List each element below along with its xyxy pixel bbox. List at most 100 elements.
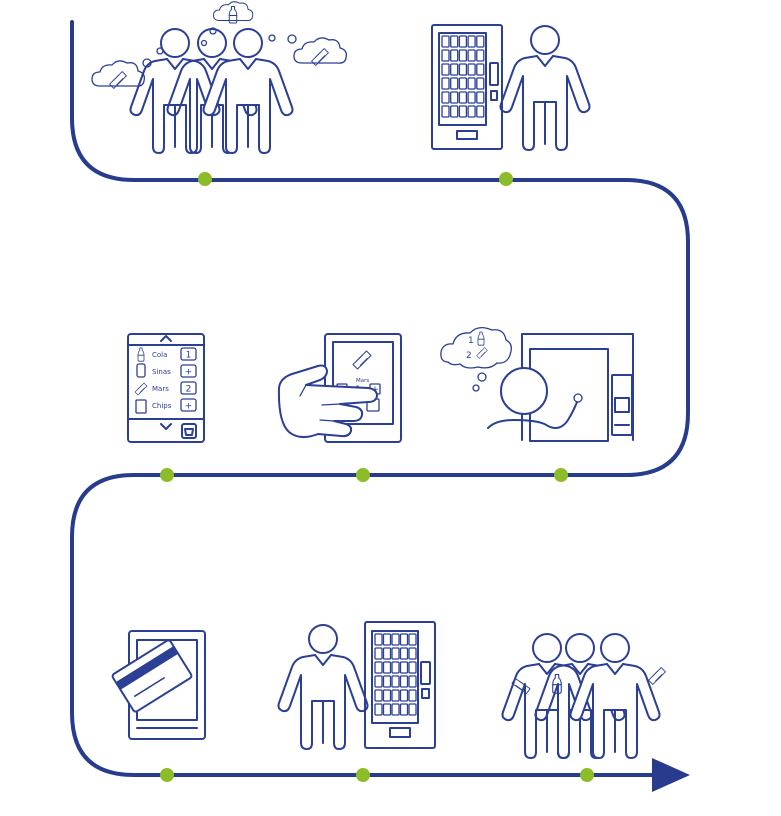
product-slot xyxy=(374,675,383,688)
milestone-node xyxy=(356,468,370,482)
scene-happy-group xyxy=(501,633,666,759)
product-slot xyxy=(450,35,459,48)
scene-person-at-vending-machine xyxy=(431,24,591,151)
milestone-nodes xyxy=(160,172,594,782)
chips-icon xyxy=(135,399,147,414)
product-slot xyxy=(476,91,485,104)
scene-person-with-machine xyxy=(277,621,436,750)
product-slot xyxy=(450,49,459,62)
bar-icon xyxy=(352,350,372,370)
product-slot xyxy=(458,77,468,90)
product-slot xyxy=(408,703,417,716)
product-slot xyxy=(441,91,450,104)
menu-item-control[interactable]: 2 xyxy=(186,385,192,395)
product-slot xyxy=(441,49,450,62)
product-slot xyxy=(382,661,392,674)
product-slot xyxy=(458,91,468,104)
product-slot xyxy=(476,77,485,90)
product-slot xyxy=(374,633,383,646)
product-slot xyxy=(467,77,476,90)
product-slot xyxy=(450,91,459,104)
product-slot xyxy=(374,647,383,660)
product-slot xyxy=(382,647,392,660)
product-slot xyxy=(441,35,450,48)
product-slot xyxy=(441,77,450,90)
product-slot xyxy=(476,49,485,62)
scene-people-thinking xyxy=(91,1,348,154)
menu-item-control[interactable]: + xyxy=(185,368,193,378)
product-slot xyxy=(399,647,409,660)
product-slot xyxy=(467,91,476,104)
bar-icon xyxy=(134,382,148,396)
product-slot xyxy=(408,633,417,646)
product-slot xyxy=(441,105,450,118)
thought-cloud-icon xyxy=(440,326,512,392)
can-icon xyxy=(136,363,146,378)
menu-item-label: Mars xyxy=(152,385,169,393)
scene-hand-tapping-tablet: Mars − 1 + xyxy=(277,333,402,443)
thought-quantity-2: 2 xyxy=(466,351,472,361)
product-slot xyxy=(391,675,400,688)
product-slot xyxy=(467,49,476,62)
product-slot xyxy=(441,63,450,76)
phone-icon xyxy=(127,333,205,443)
product-slot xyxy=(399,633,409,646)
product-slot xyxy=(458,63,468,76)
path-arrow-head xyxy=(652,758,690,792)
product-slot xyxy=(382,633,392,646)
product-slot xyxy=(382,675,392,688)
product-slot xyxy=(458,105,468,118)
milestone-node xyxy=(554,468,568,482)
product-slot xyxy=(374,689,383,702)
product-slot xyxy=(391,633,400,646)
scene-phone-menu: Cola Sinas Mars Chips 1 + 2 + xyxy=(127,333,205,443)
process-path xyxy=(70,20,690,792)
product-slot xyxy=(467,35,476,48)
scene-person-choosing: 1 2 xyxy=(440,326,634,442)
product-slot xyxy=(467,105,476,118)
product-slot xyxy=(476,63,485,76)
product-slot xyxy=(399,689,409,702)
product-slot xyxy=(476,105,485,118)
product-slot xyxy=(450,105,459,118)
milestone-node xyxy=(580,768,594,782)
product-slot xyxy=(391,689,400,702)
product-slot xyxy=(476,35,485,48)
bottle-icon xyxy=(137,347,145,362)
menu-item-label: Sinas xyxy=(152,368,171,376)
milestone-node xyxy=(499,172,513,186)
tablet-product-label: Mars xyxy=(356,378,369,384)
thought-quantity-1: 1 xyxy=(468,336,474,346)
menu-item-control[interactable]: + xyxy=(185,402,193,412)
product-slot xyxy=(450,63,459,76)
product-slot xyxy=(399,703,409,716)
cloud-icon xyxy=(91,60,146,87)
bar-icon xyxy=(648,667,666,685)
menu-item-control[interactable]: 1 xyxy=(186,351,192,361)
product-slot xyxy=(399,675,409,688)
product-slot xyxy=(408,689,417,702)
menu-item-label: Cola xyxy=(152,351,167,359)
product-slot xyxy=(467,63,476,76)
vending-machine-icon xyxy=(431,24,503,150)
product-slot xyxy=(458,35,468,48)
product-slot xyxy=(391,703,400,716)
cloud-icon xyxy=(213,1,254,22)
product-slot xyxy=(374,703,383,716)
product-slot xyxy=(374,661,383,674)
milestone-node xyxy=(160,468,174,482)
vending-machine-icon xyxy=(364,621,436,749)
scene-card-payment xyxy=(111,630,206,740)
product-slot xyxy=(408,675,417,688)
product-slot xyxy=(399,661,409,674)
credit-card-icon xyxy=(111,639,193,713)
product-slot xyxy=(408,647,417,660)
hand-icon xyxy=(277,364,378,438)
bar-icon xyxy=(476,347,488,359)
product-slot xyxy=(391,661,400,674)
milestone-node xyxy=(160,768,174,782)
product-slot xyxy=(458,49,468,62)
milestone-node xyxy=(198,172,212,186)
cloud-icon xyxy=(293,37,348,64)
